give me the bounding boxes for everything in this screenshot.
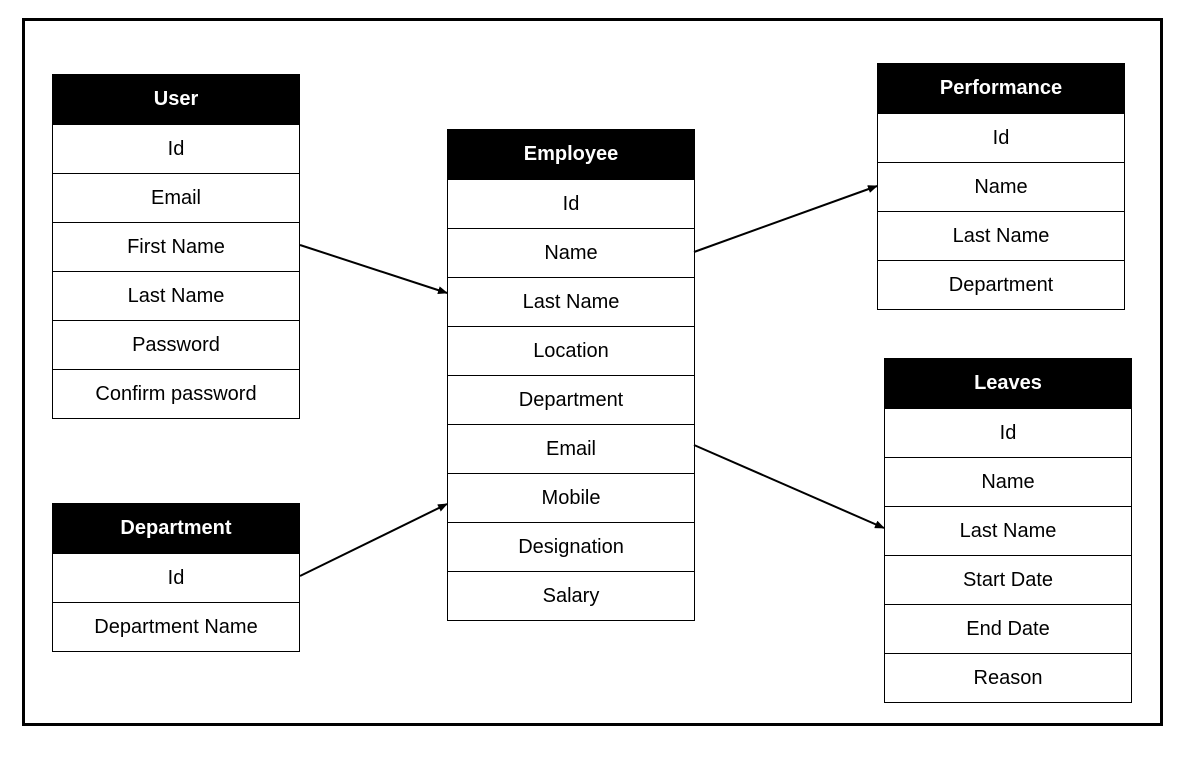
entity-employee-field-location: Location bbox=[448, 326, 694, 375]
entity-employee-field-last-name: Last Name bbox=[448, 277, 694, 326]
entity-user-field-first-name: First Name bbox=[53, 222, 299, 271]
entity-employee-title: Employee bbox=[448, 130, 694, 179]
entity-performance-field-name: Name bbox=[878, 162, 1124, 211]
entity-leaves-field-last-name: Last Name bbox=[885, 506, 1131, 555]
entity-employee-field-id: Id bbox=[448, 179, 694, 228]
entity-employee: Employee Id Name Last Name Location Depa… bbox=[447, 129, 695, 621]
entity-leaves-field-name: Name bbox=[885, 457, 1131, 506]
entity-performance-title: Performance bbox=[878, 64, 1124, 113]
entity-employee-field-salary: Salary bbox=[448, 571, 694, 620]
entity-leaves-field-reason: Reason bbox=[885, 653, 1131, 702]
entity-leaves-title: Leaves bbox=[885, 359, 1131, 408]
entity-department-title: Department bbox=[53, 504, 299, 553]
entity-performance-field-id: Id bbox=[878, 113, 1124, 162]
entity-performance-field-department: Department bbox=[878, 260, 1124, 309]
entity-leaves: Leaves Id Name Last Name Start Date End … bbox=[884, 358, 1132, 703]
entity-user-field-email: Email bbox=[53, 173, 299, 222]
entity-performance: Performance Id Name Last Name Department bbox=[877, 63, 1125, 310]
entity-department: Department Id Department Name bbox=[52, 503, 300, 652]
entity-employee-field-name: Name bbox=[448, 228, 694, 277]
entity-employee-field-email: Email bbox=[448, 424, 694, 473]
entity-user-title: User bbox=[53, 75, 299, 124]
entity-user: User Id Email First Name Last Name Passw… bbox=[52, 74, 300, 419]
entity-user-field-password: Password bbox=[53, 320, 299, 369]
entity-department-field-department-name: Department Name bbox=[53, 602, 299, 651]
entity-user-field-confirm-password: Confirm password bbox=[53, 369, 299, 418]
entity-leaves-field-end-date: End Date bbox=[885, 604, 1131, 653]
entity-employee-field-mobile: Mobile bbox=[448, 473, 694, 522]
entity-leaves-field-start-date: Start Date bbox=[885, 555, 1131, 604]
entity-user-field-id: Id bbox=[53, 124, 299, 173]
entity-employee-field-department: Department bbox=[448, 375, 694, 424]
entity-performance-field-last-name: Last Name bbox=[878, 211, 1124, 260]
entity-user-field-last-name: Last Name bbox=[53, 271, 299, 320]
entity-leaves-field-id: Id bbox=[885, 408, 1131, 457]
entity-employee-field-designation: Designation bbox=[448, 522, 694, 571]
entity-department-field-id: Id bbox=[53, 553, 299, 602]
